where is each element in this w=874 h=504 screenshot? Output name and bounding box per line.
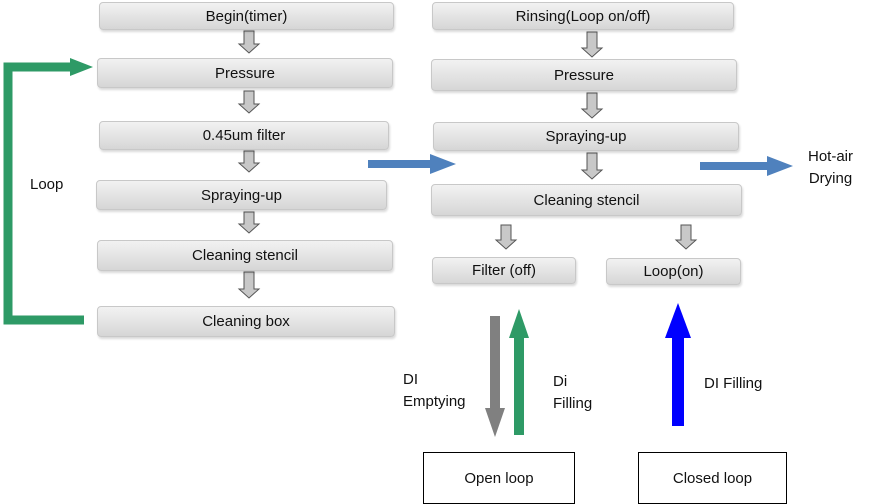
step-spraying-up-rinse: Spraying-up (433, 122, 739, 151)
di-emptying-label: DI Emptying (403, 369, 466, 413)
step-cleaning-stencil: Cleaning stencil (97, 240, 393, 271)
closed-di-filling-label: DI Filling (704, 375, 763, 392)
down-arrow (237, 30, 261, 54)
hot-air-drying-label: Hot-air Drying (808, 146, 853, 190)
step-cleaning-stencil-rinse: Cleaning stencil (431, 184, 742, 216)
di-emptying-arrow (490, 316, 500, 412)
hot-air-text: Hot-air (808, 148, 854, 165)
step-cleaning-box: Cleaning box (97, 306, 395, 337)
step-pressure: Pressure (97, 58, 393, 88)
step-pressure-rinse: Pressure (431, 59, 737, 91)
loop-label: Loop (30, 176, 64, 193)
loop-arrowhead (70, 58, 93, 76)
down-arrow (580, 92, 604, 119)
down-arrow (237, 150, 261, 173)
flow-arrow-right (368, 154, 456, 174)
step-rinsing: Rinsing(Loop on/off) (432, 2, 734, 30)
down-arrow (237, 271, 261, 299)
di-filling-line1: Di (553, 373, 568, 390)
flow-arrow-right (700, 156, 793, 176)
branch-filter-off: Filter (off) (432, 257, 576, 284)
down-arrow (674, 224, 698, 250)
down-arrow (237, 90, 261, 114)
step-filter: 0.45um filter (99, 121, 389, 150)
open-loop-box: Open loop (423, 452, 575, 504)
closed-di-filling-arrow (672, 334, 684, 426)
closed-loop-box: Closed loop (638, 452, 787, 504)
down-arrow (494, 224, 518, 250)
down-arrow (580, 31, 604, 58)
step-begin-timer: Begin(timer) (99, 2, 394, 30)
di-filling-label: Di Filling (553, 371, 592, 415)
step-spraying-up: Spraying-up (96, 180, 387, 210)
down-arrow (580, 152, 604, 180)
di-emptying-line2: Emptying (403, 393, 466, 410)
di-filling-arrow (514, 334, 524, 435)
branch-loop-on: Loop(on) (606, 258, 741, 285)
loop-connector (3, 62, 84, 325)
down-arrow (237, 211, 261, 234)
di-filling-line2: Filling (553, 395, 593, 412)
di-emptying-line1: DI (403, 371, 418, 388)
drying-text: Drying (808, 170, 853, 187)
